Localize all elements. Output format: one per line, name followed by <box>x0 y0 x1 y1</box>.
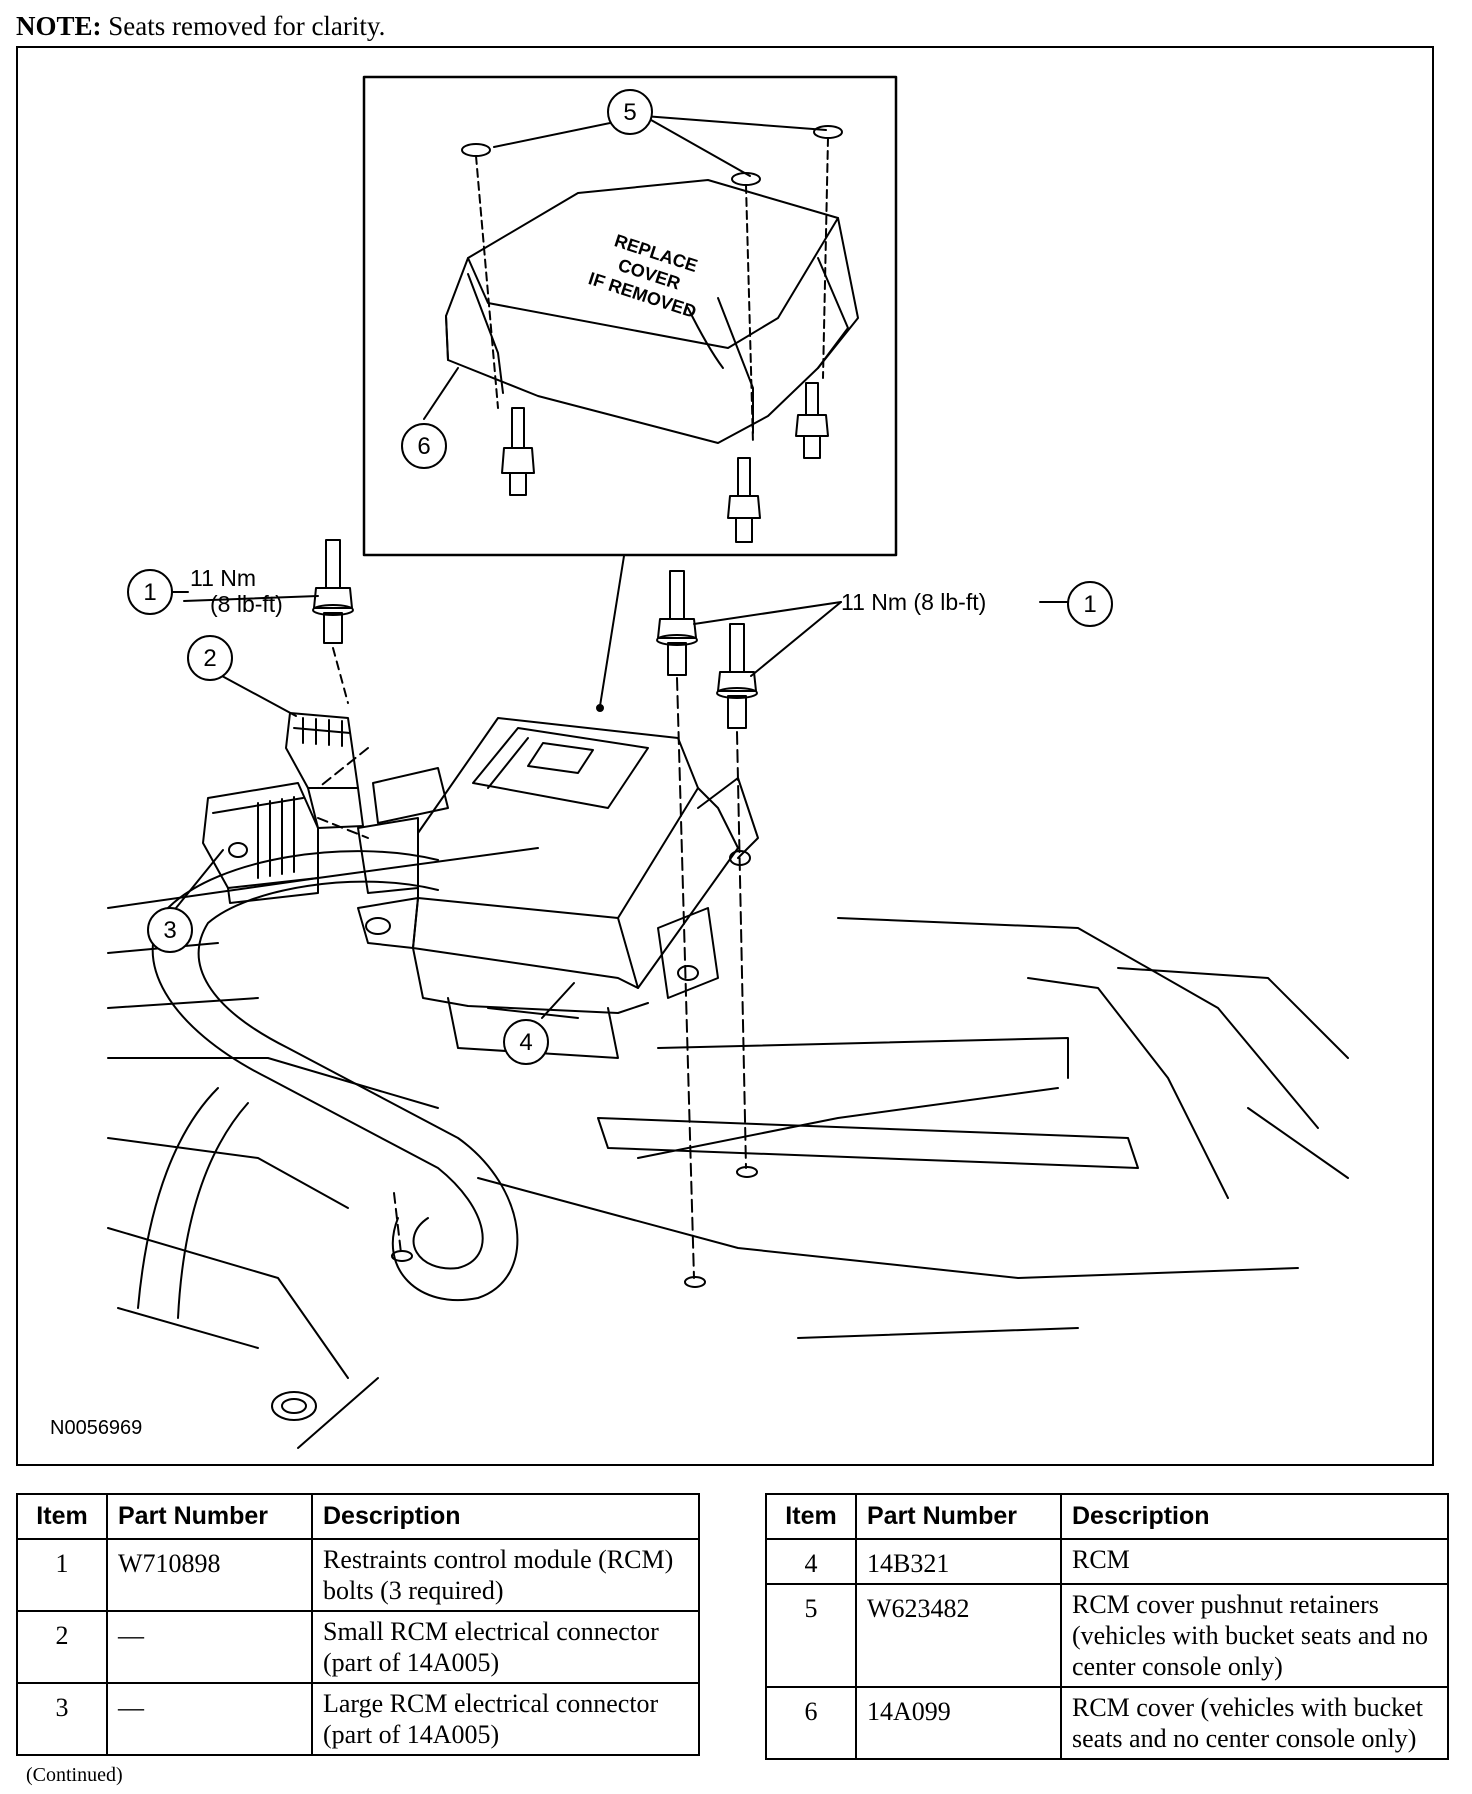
row-description: RCM <box>1060 1538 1449 1585</box>
row-description: Small RCM electrical connector (part of … <box>311 1610 700 1684</box>
row-part-number: 14B321 <box>855 1538 1062 1585</box>
callout-4-circle <box>503 1019 549 1065</box>
table-row: 5 W623482 RCM cover pushnut retainers (v… <box>765 1583 1449 1688</box>
callout-2-circle <box>187 635 233 681</box>
row-description: Large RCM electrical connector (part of … <box>311 1682 700 1756</box>
row-part-number: — <box>106 1682 313 1756</box>
rcm-module <box>357 717 759 1059</box>
callout-3: 3 <box>163 917 176 944</box>
header-item: Item <box>16 1493 108 1540</box>
header-part-number: Part Number <box>855 1493 1062 1540</box>
parts-table-right: Item Part Number Description 4 14B321 RC… <box>765 1493 1449 1760</box>
torque-left-line-2: (8 lb-ft) <box>210 591 283 617</box>
rcm-bolt-left <box>312 539 354 704</box>
row-description: RCM cover (vehicles with bucket seats an… <box>1060 1686 1449 1760</box>
floor-hole-leader <box>393 1192 402 1254</box>
small-connector <box>285 712 364 829</box>
parts-table-left: Item Part Number Description 1 W710898 R… <box>16 1493 700 1756</box>
floor-hole <box>391 1250 413 1262</box>
continued-note: (Continued) <box>26 1764 123 1786</box>
callout-3-circle <box>147 907 193 953</box>
callout-1-right-circle <box>1067 581 1113 627</box>
callout-1-right: 1 <box>1083 591 1096 618</box>
callout-6: 6 <box>417 433 430 460</box>
row-item: 1 <box>16 1538 108 1612</box>
note-label: NOTE: <box>16 11 102 41</box>
table-header-row: Item Part Number Description <box>765 1493 1449 1540</box>
header-description: Description <box>1060 1493 1449 1540</box>
table-header-row: Item Part Number Description <box>16 1493 700 1540</box>
row-description: Restraints control module (RCM) bolts (3… <box>311 1538 700 1612</box>
rcm-bolt-right-2 <box>716 623 758 1178</box>
vehicle-floor <box>107 847 1349 1449</box>
table-row: 1 W710898 Restraints control module (RCM… <box>16 1538 700 1612</box>
row-part-number: W623482 <box>855 1583 1062 1688</box>
note-text: Seats removed for clarity. <box>101 11 386 41</box>
table-row: 2 — Small RCM electrical connector (part… <box>16 1610 700 1684</box>
row-part-number: W710898 <box>106 1538 313 1612</box>
header-part-number: Part Number <box>106 1493 313 1540</box>
row-item: 4 <box>765 1538 857 1585</box>
row-description: RCM cover pushnut retainers (vehicles wi… <box>1060 1583 1449 1688</box>
row-part-number: — <box>106 1610 313 1684</box>
table-row: 4 14B321 RCM <box>765 1538 1449 1585</box>
callout-1-left: 1 <box>143 579 156 606</box>
rcm-illustration: REPLACE COVER IF REMOVED 5 6 1 1 2 3 4 1… <box>16 46 1434 1466</box>
torque-left-line-1: 11 Nm <box>190 565 256 591</box>
row-item: 2 <box>16 1610 108 1684</box>
cover-detail-inset <box>362 75 898 557</box>
row-item: 6 <box>765 1686 857 1760</box>
row-part-number: 14A099 <box>855 1686 1062 1760</box>
large-connector <box>202 782 319 904</box>
torque-right: 11 Nm (8 lb-ft) <box>841 589 986 615</box>
cover-warning-text: REPLACE COVER IF REMOVED <box>586 230 700 321</box>
row-item: 5 <box>765 1583 857 1688</box>
figure-id-code: N0056969 <box>50 1417 142 1439</box>
header-item: Item <box>765 1493 857 1540</box>
callout-1-left-circle <box>127 569 173 615</box>
callout-4: 4 <box>519 1029 532 1056</box>
inset-leader <box>599 555 625 707</box>
table-row: 6 14A099 RCM cover (vehicles with bucket… <box>765 1686 1449 1760</box>
header-description: Description <box>311 1493 700 1540</box>
table-row: 3 — Large RCM electrical connector (part… <box>16 1682 700 1756</box>
callout-5: 5 <box>623 99 636 126</box>
callout-2: 2 <box>203 645 216 672</box>
row-item: 3 <box>16 1682 108 1756</box>
module-connector-ports <box>317 747 449 894</box>
wire-harness <box>137 850 519 1319</box>
note: NOTE: Seats removed for clarity. <box>16 10 385 42</box>
callout-6-circle <box>401 423 447 469</box>
rcm-bolt-right-1 <box>656 570 706 1288</box>
callout-5-circle <box>607 89 653 135</box>
